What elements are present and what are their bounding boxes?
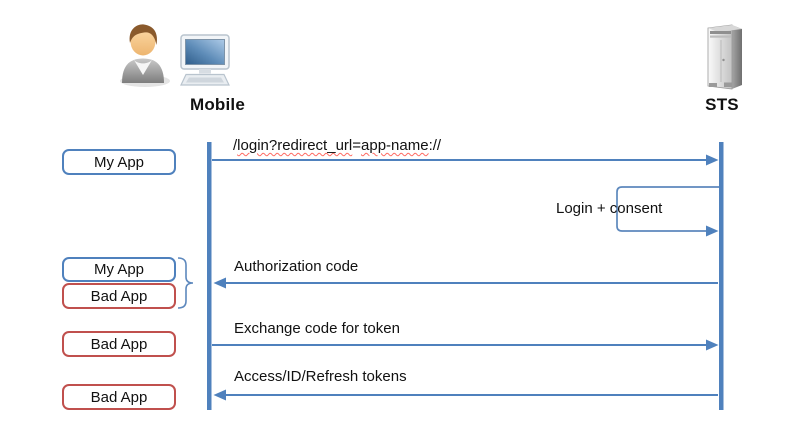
app-box-bad-app-3: Bad App [62, 384, 176, 410]
msg1-appname-seg: app-name [361, 137, 429, 154]
user-icon [120, 24, 170, 87]
actor-label-mobile: Mobile [189, 95, 246, 114]
msg1-slash: / [233, 137, 238, 154]
computer-icon [180, 34, 230, 86]
arrow-exchange-code [212, 339, 719, 351]
lifeline-mobile [207, 142, 212, 410]
message-login-consent: Login + consent [556, 200, 663, 217]
actor-label-sts: STS [705, 95, 739, 114]
arrow-login-request [212, 154, 719, 166]
app-box-my-app-2: My App [62, 257, 176, 282]
server-icon [707, 24, 742, 90]
message-login-request: /login?redirect_url=app-name:// [233, 137, 441, 155]
message-exchange-code: Exchange code for token [234, 320, 400, 337]
app-box-my-app-1: My App [62, 149, 176, 175]
message-authorization-code: Authorization code [234, 258, 359, 275]
msg1-suffix: :// [428, 137, 442, 154]
app-box-bad-app-1: Bad App [62, 283, 176, 309]
msg1-redirect-seg: login?redirect_url [237, 137, 353, 154]
group-brace [177, 257, 194, 309]
msg1-equals: = [352, 137, 362, 154]
arrow-tokens [213, 389, 718, 401]
message-tokens: Access/ID/Refresh tokens [234, 368, 407, 385]
lifeline-sts [719, 142, 724, 410]
app-box-bad-app-2: Bad App [62, 331, 176, 357]
arrow-authorization-code [213, 277, 718, 289]
